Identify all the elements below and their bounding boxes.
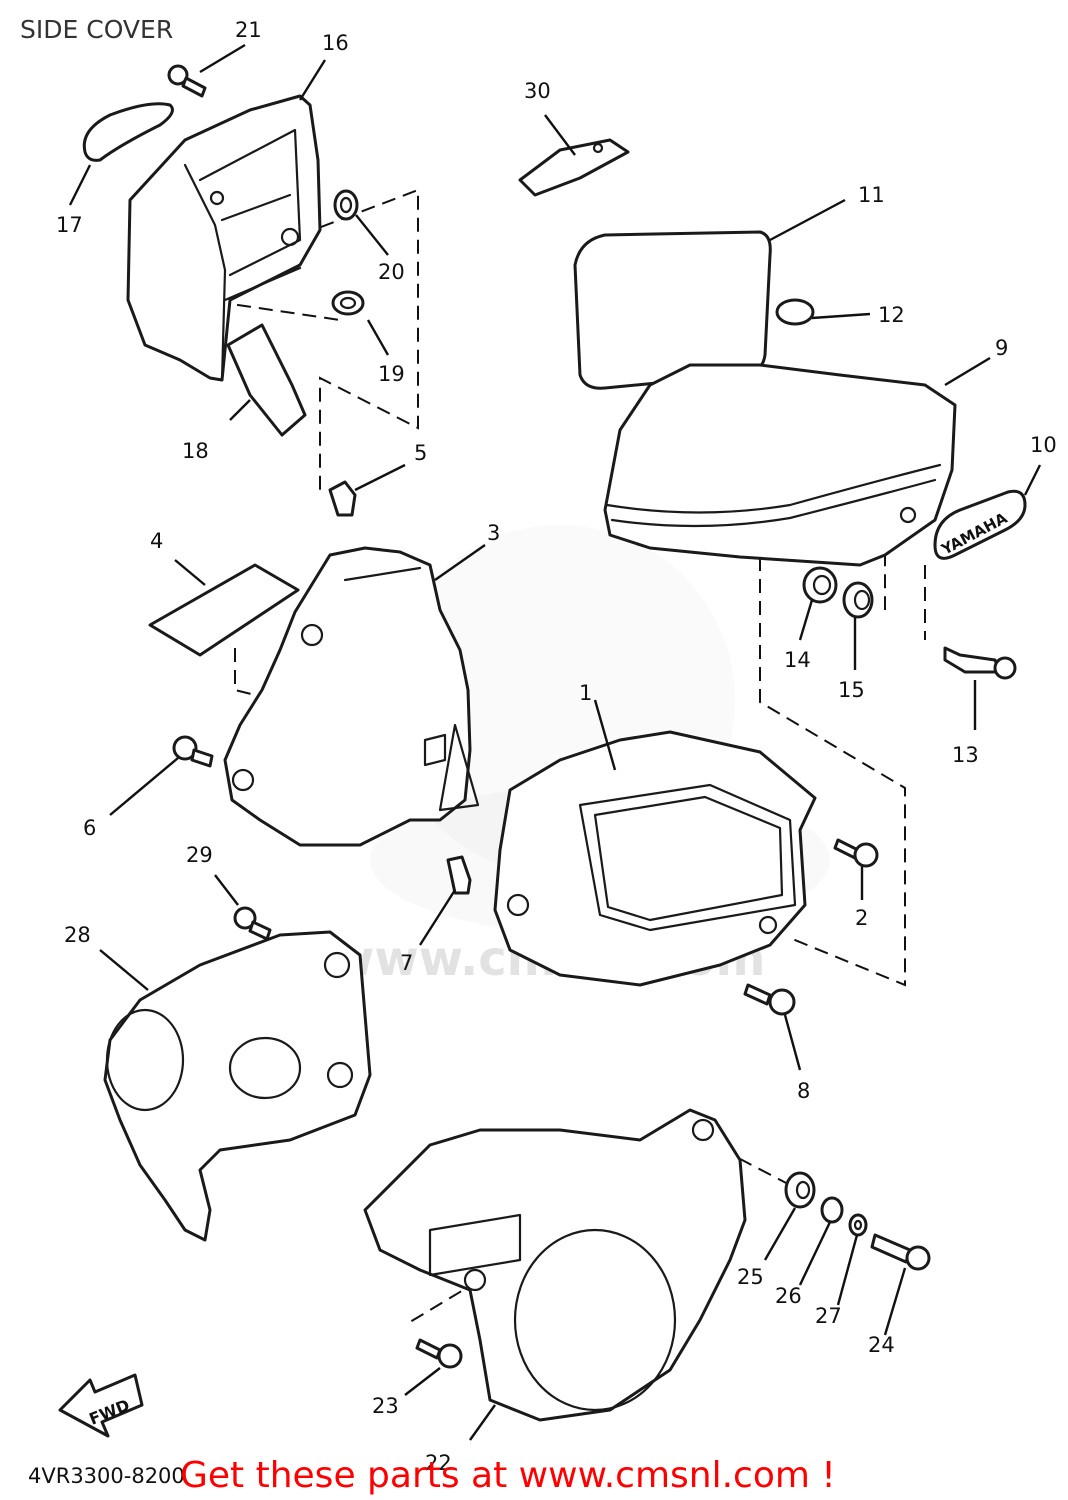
part-22-lower-cover [363, 1108, 747, 1422]
part-11-panel [573, 230, 772, 390]
part-10-emblem: YAMAHA [933, 489, 1027, 560]
part-26-collar [820, 1196, 844, 1224]
callout-24: 24 [868, 1333, 895, 1357]
part-19-grommet [331, 290, 365, 316]
part-5-clip [328, 480, 357, 517]
part-6-bolt [172, 735, 214, 768]
callout-28: 28 [64, 923, 91, 947]
callout-18: 18 [182, 439, 209, 463]
fwd-arrow-icon: FWD [58, 1373, 144, 1438]
callout-16: 16 [322, 31, 349, 55]
part-21-bolt [167, 64, 207, 98]
callout-15: 15 [838, 678, 865, 702]
callout-4: 4 [150, 529, 163, 553]
callout-17: 17 [56, 213, 83, 237]
callout-19: 19 [378, 362, 405, 386]
callout-numbers: 1 2 3 4 5 6 7 8 9 10 11 12 13 14 15 16 1… [56, 18, 1057, 1475]
callout-20: 20 [378, 260, 405, 284]
part-20-grommet [333, 189, 359, 221]
callout-10: 10 [1030, 433, 1057, 457]
callout-13: 13 [952, 743, 979, 767]
part-14-nut [802, 566, 838, 604]
callout-30: 30 [524, 79, 551, 103]
callout-27: 27 [815, 1304, 842, 1328]
part-28-sprocket-cover [103, 930, 372, 1242]
part-17-band [82, 102, 174, 162]
part-29-bolt [233, 906, 272, 941]
catalog-code: 4VR3300-8200 [28, 1464, 185, 1488]
part-8-bolt [743, 983, 796, 1016]
callout-2: 2 [855, 906, 868, 930]
part-4-sheet [148, 563, 300, 657]
part-27-washer [848, 1213, 868, 1237]
callout-21: 21 [235, 18, 262, 42]
callout-1: 1 [579, 681, 592, 705]
promo-banner-link[interactable]: Get these parts at www.cmsnl.com ! [180, 1455, 836, 1496]
part-18-block [226, 323, 307, 437]
part-7-clip [446, 855, 472, 895]
callout-23: 23 [372, 1394, 399, 1418]
part-24-bolt [870, 1233, 931, 1271]
part-23-bolt [415, 1338, 463, 1369]
diagram-title: SIDE COVER [20, 15, 173, 44]
callout-25: 25 [737, 1265, 764, 1289]
callout-5: 5 [414, 441, 427, 465]
callout-11: 11 [858, 183, 885, 207]
callout-7: 7 [400, 951, 413, 975]
callout-3: 3 [487, 521, 500, 545]
part-13-fastener [943, 646, 1017, 680]
callout-22: 22 [425, 1451, 452, 1475]
callout-8: 8 [797, 1079, 810, 1103]
part-25-grommet [784, 1171, 816, 1209]
callout-6: 6 [83, 816, 96, 840]
part-3-bracket [223, 546, 480, 847]
part-9-side-cover [603, 363, 957, 567]
part-1-cover [493, 730, 817, 987]
part-15-grommet [842, 581, 874, 619]
callout-12: 12 [878, 303, 905, 327]
part-12-grommet [775, 298, 815, 326]
callout-14: 14 [784, 648, 811, 672]
part-16-cover [126, 94, 322, 382]
part-2-bolt [833, 838, 879, 868]
part-30-pad [518, 138, 630, 197]
callout-26: 26 [775, 1284, 802, 1308]
callout-9: 9 [995, 336, 1008, 360]
callout-29: 29 [186, 843, 213, 867]
leader-lines [68, 43, 1042, 1441]
